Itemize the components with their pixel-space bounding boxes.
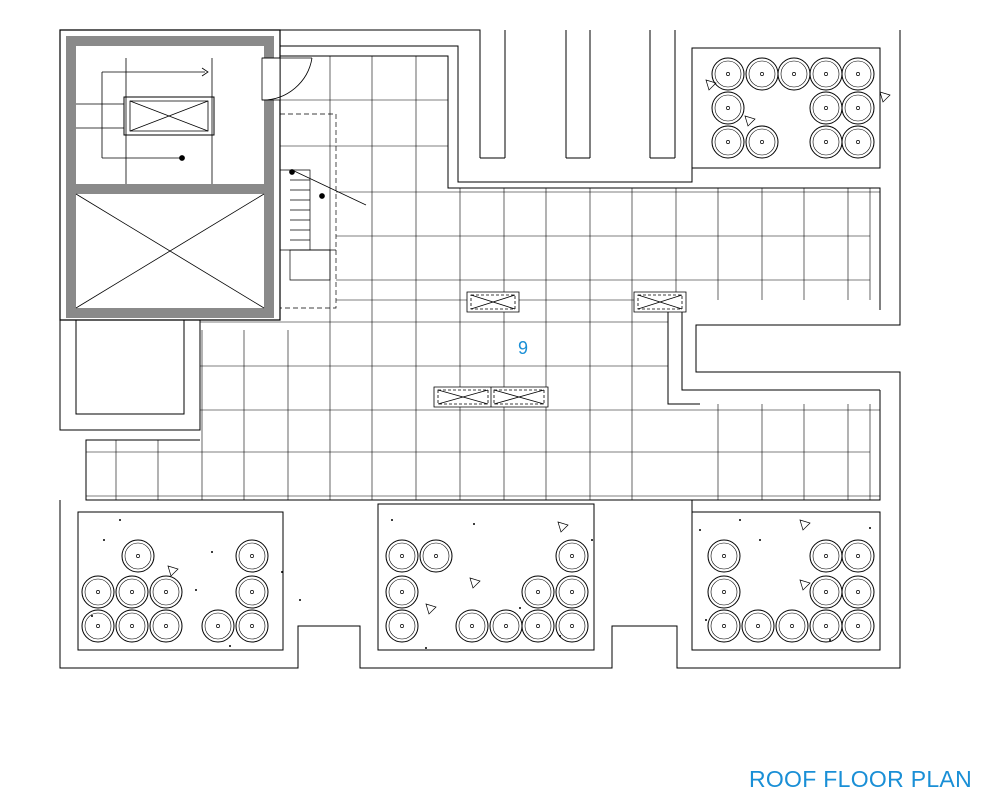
left-walls [60,320,200,430]
shrub-symbol [776,610,808,642]
shrub-symbol [82,610,114,642]
shrub-symbol [712,92,744,124]
shrub-symbol [842,92,874,124]
shrub-symbol [712,58,744,90]
vent-2 [634,292,686,312]
shrub-symbol [116,610,148,642]
drawing-title: ROOF FLOOR PLAN [748,766,972,792]
planter-outlines [78,48,880,650]
soil-triangle-mark [168,566,178,576]
soil-triangle-mark [470,578,480,588]
soil-dot [705,619,707,621]
soil-triangle-mark [800,580,810,590]
shrub-symbol [236,576,268,608]
shrub-symbol [456,610,488,642]
soil-dot [519,607,521,609]
shrub-symbol [810,576,842,608]
terrace-outline [60,30,900,668]
shrub-symbol [810,126,842,158]
soil-triangle-mark [706,80,716,90]
shrub-symbol [708,610,740,642]
soil-triangle-mark [880,92,890,102]
shrub-symbol [556,610,588,642]
roof-vents [434,292,686,407]
soil-dot [103,539,105,541]
shrub-symbol [490,610,522,642]
soil-dot [829,639,831,641]
shrub-symbol [712,126,744,158]
shrub-symbol [810,540,842,572]
soil-dot [425,647,427,649]
shrub-symbol [150,610,182,642]
vent-1 [467,292,519,312]
planter-soil-texture [91,80,890,649]
soil-triangle-mark [558,522,568,532]
shrub-symbol [236,540,268,572]
shrub-symbol [202,610,234,642]
soil-dot [281,571,283,573]
shrub-symbol [842,610,874,642]
soil-dot [699,529,701,531]
upper-stair [76,58,214,184]
shrub-symbol [556,540,588,572]
shrub-symbol [82,576,114,608]
shrub-symbol [842,126,874,158]
core-thick-wall [66,36,274,318]
soil-dot [391,519,393,521]
shrub-symbol [708,576,740,608]
soil-dot [759,539,761,541]
shrub-symbol [778,58,810,90]
soil-dot [869,527,871,529]
planter-shrubs [82,58,874,642]
shrub-symbol [150,576,182,608]
soil-dot [473,523,475,525]
shrub-symbol [386,610,418,642]
soil-dot [591,539,593,541]
shrub-symbol [842,576,874,608]
shrub-symbol [386,576,418,608]
shrub-symbol [746,58,778,90]
soil-dot [211,551,213,553]
room-number-label: 9 [517,338,528,358]
shrub-symbol [522,610,554,642]
shrub-symbol [746,126,778,158]
soil-dot [119,519,121,521]
shrub-symbol [810,92,842,124]
shrub-symbol [842,58,874,90]
soil-triangle-mark [745,116,755,126]
soil-dot [229,645,231,647]
soil-triangle-mark [426,604,436,614]
vent-3 [434,387,548,407]
paving-grid [86,56,880,500]
shrub-symbol [236,610,268,642]
soil-dot [195,589,197,591]
shrub-symbol [420,540,452,572]
small-stair [280,114,366,308]
core-door [262,58,312,100]
shrub-symbol [842,540,874,572]
soil-dot [91,615,93,617]
soil-dot [559,635,561,637]
soil-dot [299,599,301,601]
shrub-symbol [556,576,588,608]
soil-dot [739,519,741,521]
shrub-symbol [116,576,148,608]
stair-elevator-core [60,30,312,320]
shrub-symbol [810,610,842,642]
shrub-symbol [386,540,418,572]
shrub-symbol [522,576,554,608]
shrub-symbol [810,58,842,90]
shrub-symbol [742,610,774,642]
shrub-symbol [708,540,740,572]
shrub-symbol [122,540,154,572]
soil-triangle-mark [800,520,810,530]
